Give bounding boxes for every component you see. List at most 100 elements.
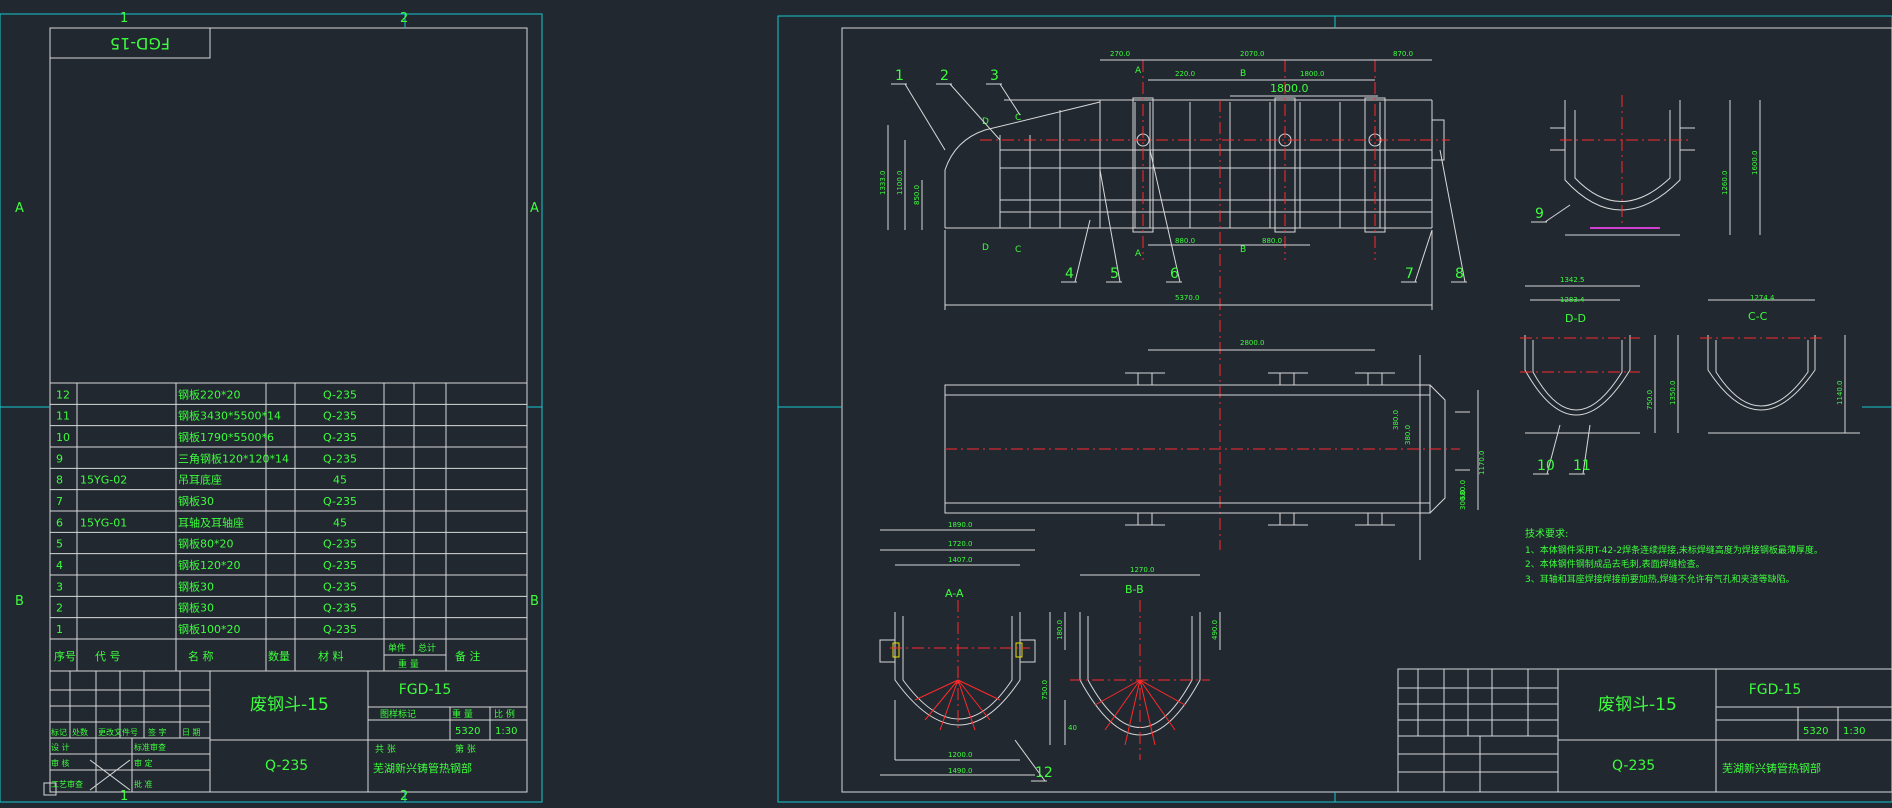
balloon-label: 2	[940, 68, 949, 84]
dim-aa-3: 1200.0	[948, 751, 973, 759]
bom-cell-mat: 45	[333, 516, 347, 529]
cut-label-b-top: B	[1240, 69, 1246, 79]
balloon-label: 4	[1065, 266, 1074, 282]
right-title-weight: 5320	[1803, 726, 1828, 737]
bom-cell-mat: Q-235	[323, 559, 357, 572]
bom-header-no: 序号	[54, 649, 76, 663]
bom-cell-mat: Q-235	[323, 623, 357, 636]
grid-label-top-2: 2	[400, 11, 408, 26]
dim-side-1: 1600.0	[1751, 151, 1759, 176]
balloon-leader	[999, 83, 1021, 116]
bom-table	[50, 382, 527, 672]
note-line-3: 3、耳轴和耳座焊接焊接前要加热,焊缝不允许有气孔和夹渣等缺陷。	[1525, 573, 1795, 585]
left-label-approve: 审 定	[134, 758, 153, 768]
dim-top-3: 220.0	[1175, 70, 1195, 78]
dim-top-0: 270.0	[1110, 50, 1130, 58]
dim-top-1: 2070.0	[1240, 50, 1265, 58]
note-line-2: 2、本体钢件钢制成品去毛刺,表面焊缝检查。	[1525, 558, 1705, 570]
right-inner-frame	[841, 27, 1892, 793]
balloon-leader	[1074, 219, 1091, 283]
mirror-code-box	[49, 27, 211, 59]
dim-dd-0: 1342.5	[1560, 276, 1585, 284]
bom-header-row: 序号 代 号 名 称 数量 材 料 单件 总计 重 量 备 注	[54, 642, 481, 670]
left-title-block	[43, 671, 527, 796]
bom-header-qty: 数量	[268, 650, 290, 663]
section-dd-label: D-D	[1565, 312, 1586, 325]
dim-top-5: 1800.0	[1300, 70, 1325, 78]
right-title-block	[1397, 668, 1892, 793]
balloon-label: 5	[1110, 266, 1119, 282]
right-title-name: 废钢斗-15	[1598, 695, 1677, 715]
dim-dd-1: 1283.4	[1560, 296, 1585, 304]
bom-cell-name: 钢板120*20	[178, 558, 241, 572]
left-title-code: FGD-15	[399, 682, 452, 698]
cut-label-a-bottom: A	[1135, 249, 1142, 259]
bom-cell-mat: Q-235	[323, 410, 357, 423]
bom-cell-no: 10	[56, 431, 70, 444]
bom-cell-no: 7	[56, 495, 63, 508]
aa-yellow-lugs	[892, 642, 1023, 658]
bom-cell-mat: Q-235	[323, 388, 357, 401]
dim-plan-1: 380.0	[1392, 410, 1400, 430]
left-title-material: Q-235	[265, 758, 308, 774]
dim-plan-2: 380.0	[1404, 425, 1412, 445]
dim-left-1: 1100.0	[896, 171, 904, 196]
right-title-company: 芜湖新兴铸管热钢部	[1722, 761, 1821, 775]
bom-cell-name: 耳轴及耳轴座	[178, 515, 244, 529]
mirror-code-text: FGD-15	[110, 34, 170, 53]
balloon-leader	[904, 83, 946, 151]
left-label-craft: 工艺审查	[51, 779, 83, 789]
dim-bottom-1: 880.0	[1262, 237, 1282, 245]
cut-label-c-bottom: C	[1015, 245, 1021, 255]
left-label-sheet-no: 第 张	[455, 743, 476, 755]
dim-left-2: 850.0	[913, 185, 921, 205]
section-aa-label: A-A	[945, 587, 964, 600]
bom-cell-no: 9	[56, 452, 63, 465]
dim-aa-4: 750.0	[1041, 680, 1049, 700]
dim-aa-5: 1490.0	[948, 767, 973, 775]
left-label-design: 设 计	[51, 742, 70, 752]
left-label-total-sheets: 共 张	[375, 744, 396, 755]
grid-label-left-b: B	[15, 594, 24, 609]
left-label-check: 审 核	[51, 758, 70, 768]
left-label-weight: 重 量	[452, 708, 473, 720]
bom-cell-name: 钢板30	[178, 601, 214, 615]
left-label-approve2: 批 准	[134, 779, 153, 789]
balloon-label: 7	[1405, 266, 1414, 282]
dim-side-0: 1260.0	[1721, 171, 1729, 196]
left-sheet	[0, 13, 543, 803]
left-title-name: 废钢斗-15	[250, 695, 329, 715]
balloon-label: 1	[895, 68, 904, 84]
bom-cell-no: 4	[56, 559, 63, 572]
balloon-leader	[1414, 229, 1433, 283]
right-title-code: FGD-15	[1749, 682, 1802, 698]
right-title-material: Q-235	[1612, 758, 1655, 774]
cut-label-d-top: D	[982, 117, 989, 127]
bom-cell-no: 5	[56, 538, 63, 551]
dim-aa-1: 1720.0	[948, 540, 973, 548]
dim-aa-6: 40	[1068, 724, 1077, 732]
bom-header-remark: 备 注	[455, 649, 481, 663]
left-label-scale: 比 例	[494, 708, 515, 720]
bb-center	[1070, 600, 1210, 760]
plan-view	[944, 355, 1470, 560]
left-title-scale: 1:30	[495, 726, 517, 737]
left-sheet-text: 1 2 1 2 A B A B FGD-15	[15, 11, 539, 804]
dim-top-2: 870.0	[1393, 50, 1413, 58]
elevation-dims	[887, 59, 1433, 310]
cut-label-c-top: C	[1015, 113, 1021, 123]
balloon-leader	[1439, 149, 1466, 283]
dim-bottom-2: 5370.0	[1175, 294, 1200, 302]
elevation-view	[944, 97, 1445, 233]
grid-label-bottom-1: 1	[120, 789, 128, 804]
dim-bb-1: 490.0	[1211, 620, 1219, 640]
bom-cell-name: 钢板30	[178, 579, 214, 593]
bom-cell-mat: Q-235	[323, 538, 357, 551]
left-label-standard: 标准审查	[134, 742, 166, 752]
bom-cell-no: 12	[56, 388, 70, 401]
bom-header-total: 总计	[418, 642, 436, 654]
right-sheet	[777, 15, 1892, 803]
elevation-center-lines	[980, 60, 1450, 550]
